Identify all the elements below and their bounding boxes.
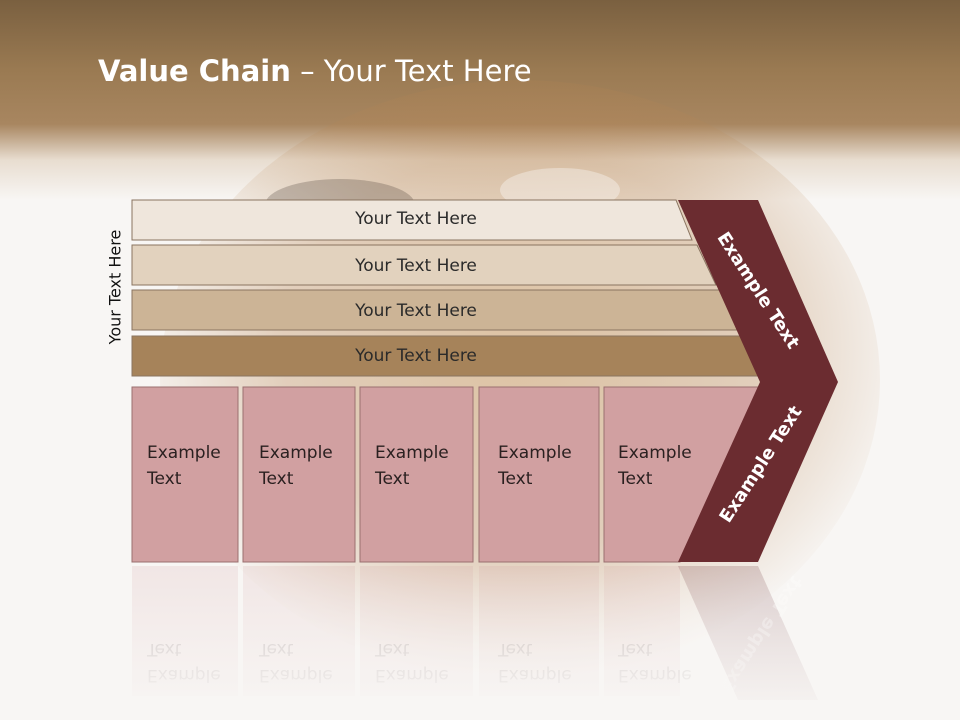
support-bar-label-2: Your Text Here xyxy=(355,256,477,276)
support-bar-2 xyxy=(131,244,717,286)
box-3-line2: Text xyxy=(375,469,410,489)
box-4-line2: Text xyxy=(498,469,533,489)
primary-activity-box-2 xyxy=(242,386,356,563)
box-4-line1: Example xyxy=(498,443,572,463)
box-2-line2: Text xyxy=(259,469,294,489)
support-bar-1 xyxy=(131,199,693,241)
box-2-line1: Example xyxy=(259,443,333,463)
reflection-fade xyxy=(120,566,840,720)
primary-activity-box-4 xyxy=(478,386,600,563)
box-5-line1: Example xyxy=(618,443,692,463)
support-bar-label-4: Your Text Here xyxy=(355,346,477,366)
box-1-line2: Text xyxy=(147,469,182,489)
support-bar-label-3: Your Text Here xyxy=(355,301,477,321)
chevron-margin xyxy=(678,200,838,562)
box-1-line1: Example xyxy=(147,443,221,463)
primary-activity-box-3 xyxy=(359,386,474,563)
box-3-line1: Example xyxy=(375,443,449,463)
box-5-line2: Text xyxy=(618,469,653,489)
title-rest: – Your Text Here xyxy=(290,54,532,88)
support-bar-label-1: Your Text Here xyxy=(355,209,477,229)
primary-activity-box-1 xyxy=(131,386,239,563)
slide-title: Value Chain – Your Text Here xyxy=(98,54,532,88)
title-bold: Value Chain xyxy=(98,54,291,88)
